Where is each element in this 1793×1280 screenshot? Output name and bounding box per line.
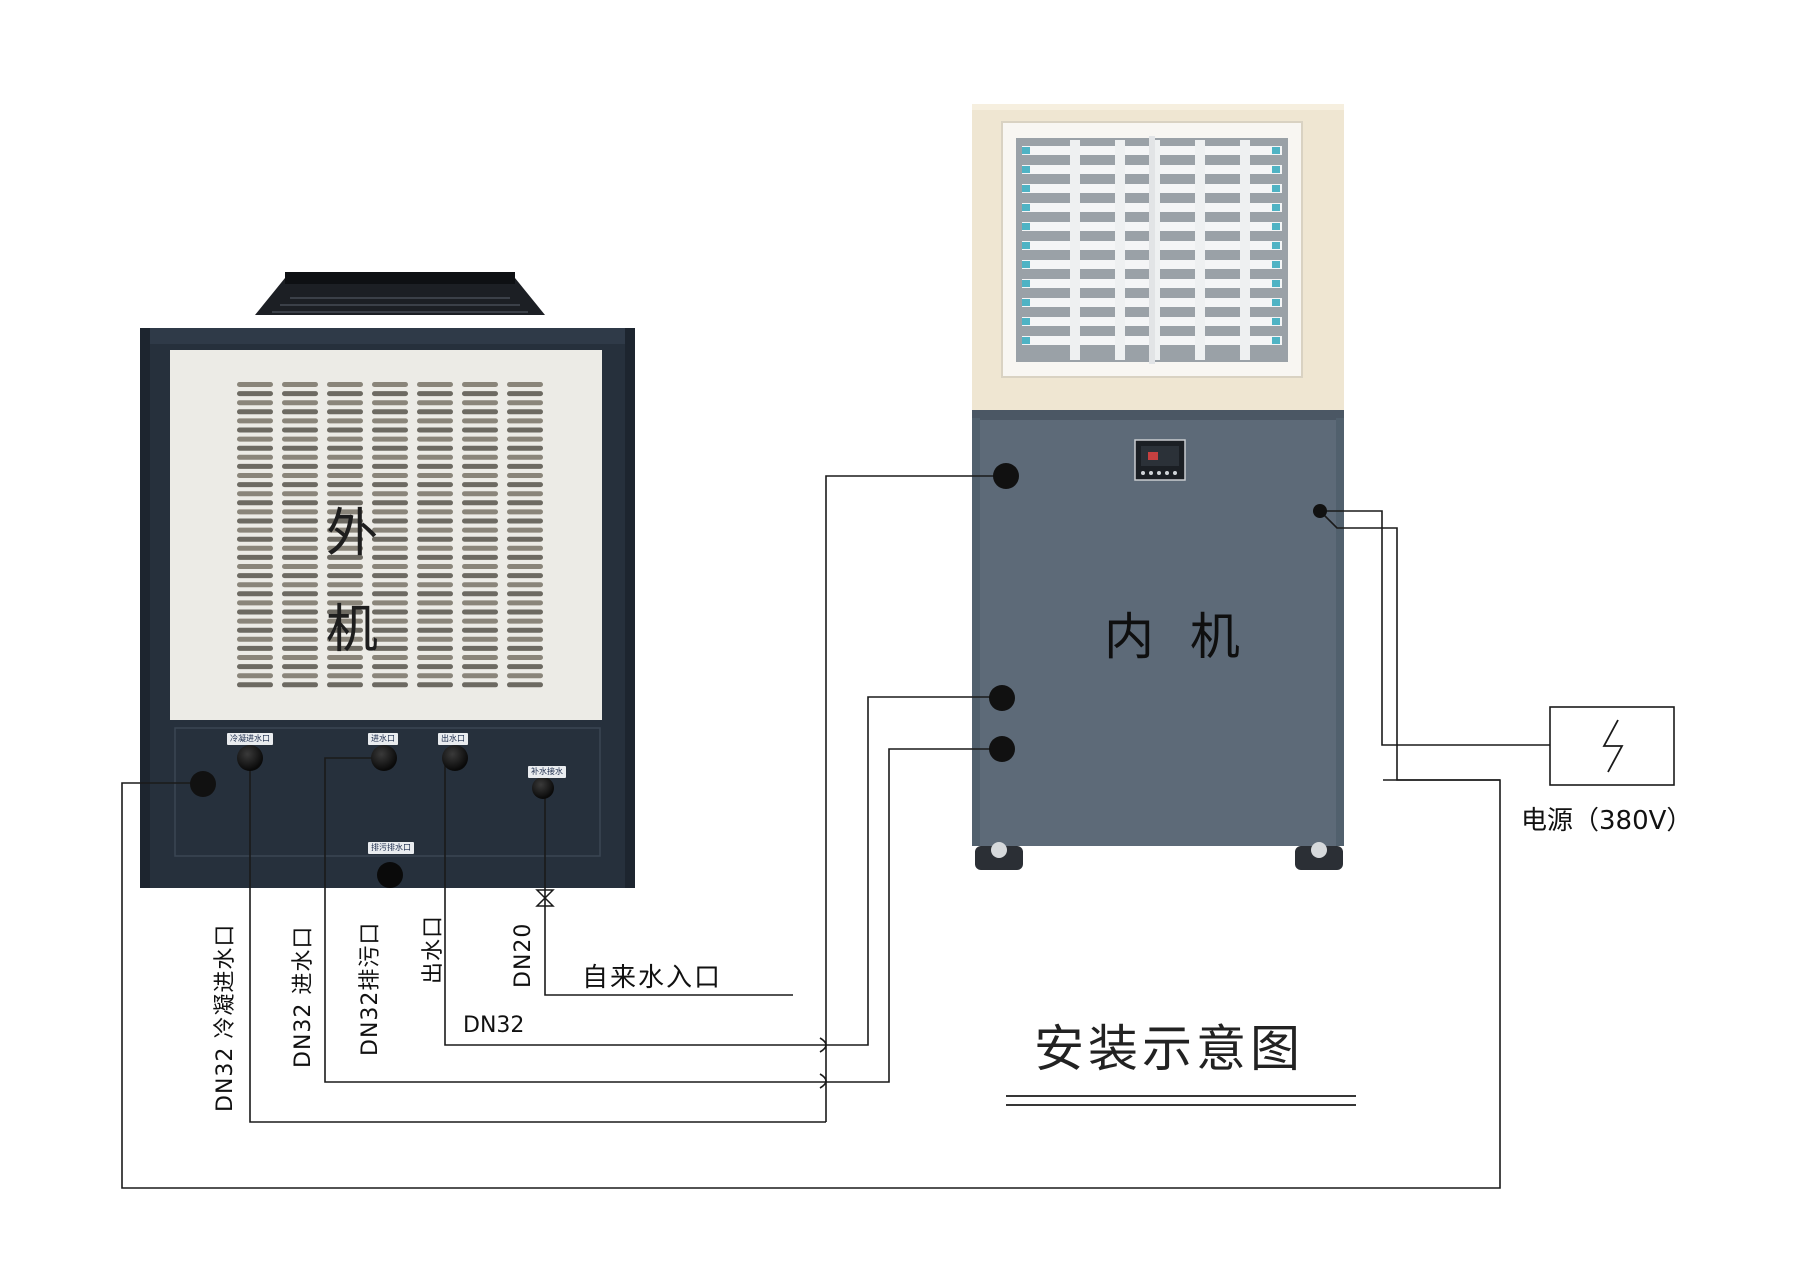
tag-drain: 排污排水口: [368, 842, 414, 854]
outdoor-label-char2: 机: [326, 600, 379, 660]
label-drain: DN32排污口: [358, 921, 383, 1056]
tag-inlet: 进水口: [368, 733, 398, 745]
indoor-label: 内 机: [1104, 608, 1250, 666]
label-water-outlet: 出水口: [421, 914, 446, 984]
indoor-unit: [972, 104, 1344, 870]
tag-condenser: 冷凝进水口: [227, 733, 273, 745]
indoor-port-bottom: [989, 736, 1015, 762]
power-source-icon: [1549, 706, 1675, 786]
label-water-inlet: DN32 进水口: [291, 925, 316, 1068]
valve-icon: [535, 889, 555, 907]
outdoor-port-inlet: [371, 745, 397, 771]
outdoor-unit: [140, 272, 635, 888]
label-condenser-inlet: DN32 冷凝进水口: [213, 923, 238, 1112]
outdoor-port-outlet: [442, 745, 468, 771]
outdoor-port-condenser-2: [237, 745, 263, 771]
power-label: 电源（380V）: [1521, 806, 1693, 836]
label-tap-water: 自来水入口: [582, 963, 723, 993]
diagram-title: 安装示意图: [1034, 1020, 1304, 1078]
indoor-body: [972, 418, 1344, 846]
pipe-lines: [121, 475, 1550, 1189]
outdoor-label-char1: 外: [326, 504, 379, 564]
outdoor-louvers: [237, 382, 543, 688]
outdoor-port-makeup: [532, 777, 554, 799]
tag-makeup: 补水接水: [528, 766, 566, 778]
label-makeup: DN20: [511, 922, 536, 988]
label-outlet-size: DN32: [463, 1013, 525, 1038]
outdoor-port-condenser-1: [190, 771, 216, 797]
indoor-grille: [1022, 136, 1282, 364]
indoor-power-terminal: [1313, 504, 1327, 518]
indoor-port-middle: [989, 685, 1015, 711]
indoor-port-top: [993, 463, 1019, 489]
tag-outlet: 出水口: [438, 733, 468, 745]
